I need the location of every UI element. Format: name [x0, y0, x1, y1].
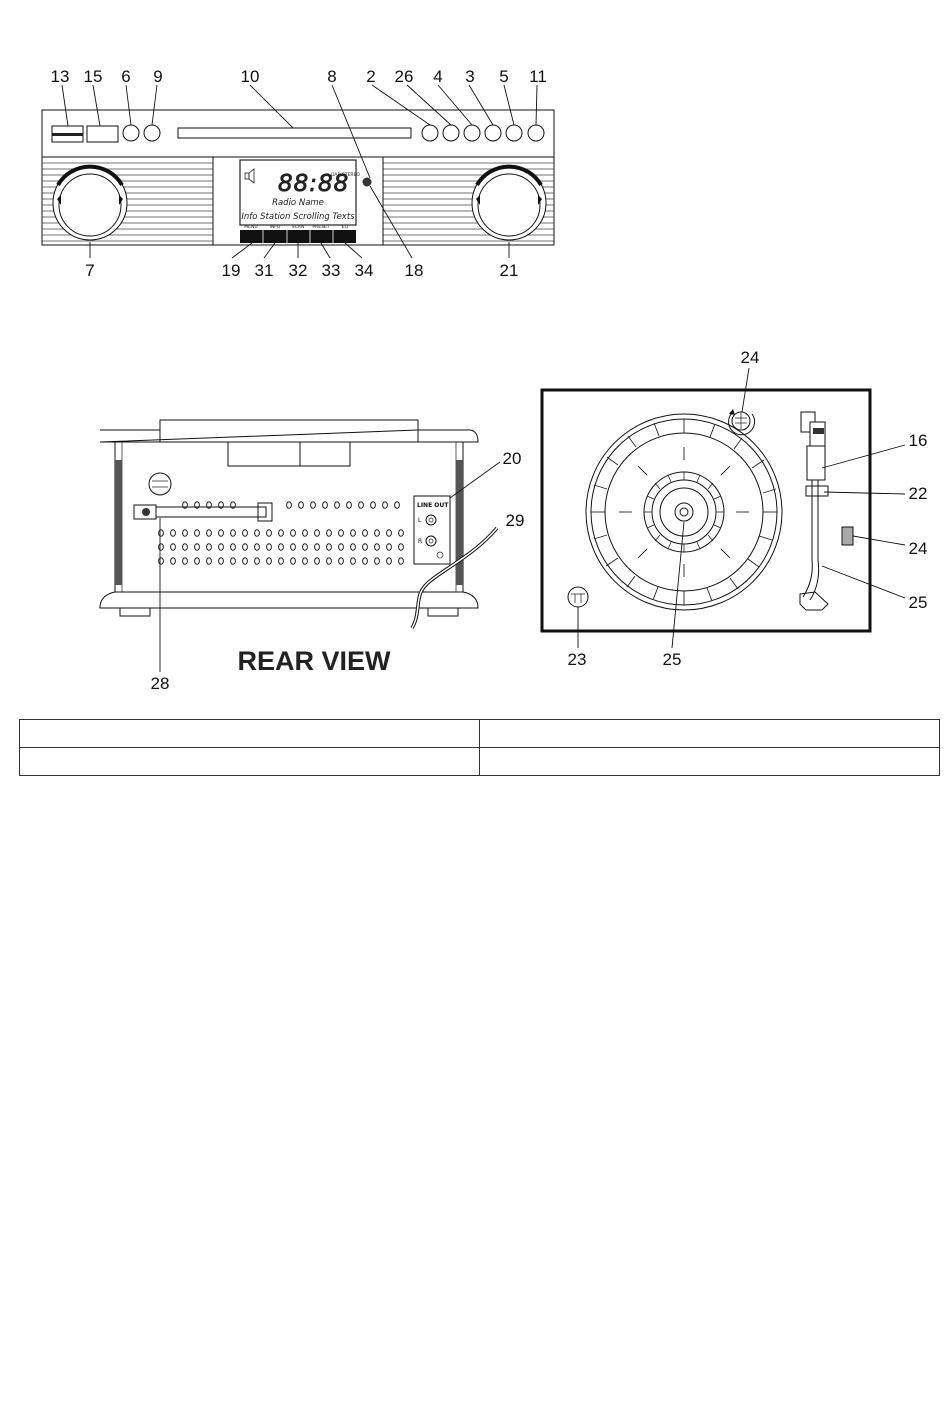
button-6 [123, 125, 139, 141]
button-3 [485, 125, 501, 141]
card-slot [87, 126, 118, 142]
info-button-label: INFO [270, 224, 281, 230]
line-out-left-label: L [418, 517, 422, 524]
callout-13: 13 [51, 67, 70, 86]
callout-18: 18 [405, 261, 424, 280]
front-top-strip [42, 110, 554, 157]
left-knob [53, 166, 127, 240]
cd-slot [178, 128, 411, 138]
callout-15: 15 [84, 67, 103, 86]
callout-28: 28 [151, 674, 170, 693]
callout-9: 9 [153, 67, 162, 86]
power-switch [149, 473, 171, 495]
product-diagram: 88:88 DAB STEREO Radio Name Info Station… [0, 0, 950, 710]
table-row [20, 720, 940, 748]
callout-25-bottom: 25 [663, 650, 682, 669]
rear-vent-holes [159, 502, 404, 565]
power-cord-socket [134, 503, 272, 521]
fm-antenna-wire [412, 528, 497, 628]
callout-6: 6 [121, 67, 130, 86]
callout-4: 4 [433, 67, 442, 86]
callout-23: 23 [568, 650, 587, 669]
callout-10: 10 [241, 67, 260, 86]
callout-21: 21 [500, 261, 519, 280]
callout-26: 26 [395, 67, 414, 86]
spec-table [19, 719, 940, 776]
rear-view-title: REAR VIEW [237, 646, 391, 676]
lcd-buttons [240, 230, 356, 243]
button-5 [506, 125, 522, 141]
callout-19: 19 [222, 261, 241, 280]
button-26 [443, 125, 459, 141]
callout-33: 33 [322, 261, 341, 280]
button-2 [422, 125, 438, 141]
callout-20: 20 [503, 449, 522, 468]
line-out-label: LINE OUT [417, 502, 449, 509]
eq-button-label: EQ [342, 224, 349, 230]
callout-7: 7 [85, 261, 94, 280]
turntable-view: 24 16 22 24 25 23 25 [542, 348, 927, 669]
lcd-band: DAB STEREO [331, 172, 360, 178]
callout-34: 34 [355, 261, 374, 280]
table-cell [480, 720, 940, 748]
preset-button-label: PRESET [312, 224, 329, 230]
front-view: 88:88 DAB STEREO Radio Name Info Station… [42, 67, 554, 280]
callout-8: 8 [327, 67, 336, 86]
lcd-radio-name: Radio Name [272, 198, 324, 208]
callout-5: 5 [499, 67, 508, 86]
callout-25-right: 25 [909, 593, 928, 612]
cue-lever [842, 527, 853, 545]
callout-16: 16 [909, 431, 928, 450]
callout-11: 11 [529, 67, 547, 86]
right-knob [472, 166, 546, 240]
button-9 [144, 125, 160, 141]
table-cell [20, 720, 480, 748]
table-cell [480, 748, 940, 776]
callout-2: 2 [366, 67, 375, 86]
callout-32: 32 [289, 261, 308, 280]
ir-sensor [363, 178, 372, 187]
table-cell [20, 748, 480, 776]
callout-22: 22 [909, 484, 928, 503]
menu-button-label: MENU [244, 224, 257, 230]
line-out-right-label: R [418, 538, 422, 545]
scan-button-label: SCAN [292, 224, 304, 230]
callout-3: 3 [465, 67, 474, 86]
rear-view: LINE OUT L R 20 29 28 REAR VIEW [100, 420, 524, 693]
callout-29: 29 [506, 511, 525, 530]
lcd-scroll-text: Info Station Scrolling Texts [241, 212, 355, 222]
callout-31: 31 [255, 261, 274, 280]
button-4 [464, 125, 480, 141]
table-row [20, 748, 940, 776]
callout-24-top: 24 [741, 348, 760, 367]
button-11 [528, 125, 544, 141]
callout-24-right: 24 [909, 539, 928, 558]
